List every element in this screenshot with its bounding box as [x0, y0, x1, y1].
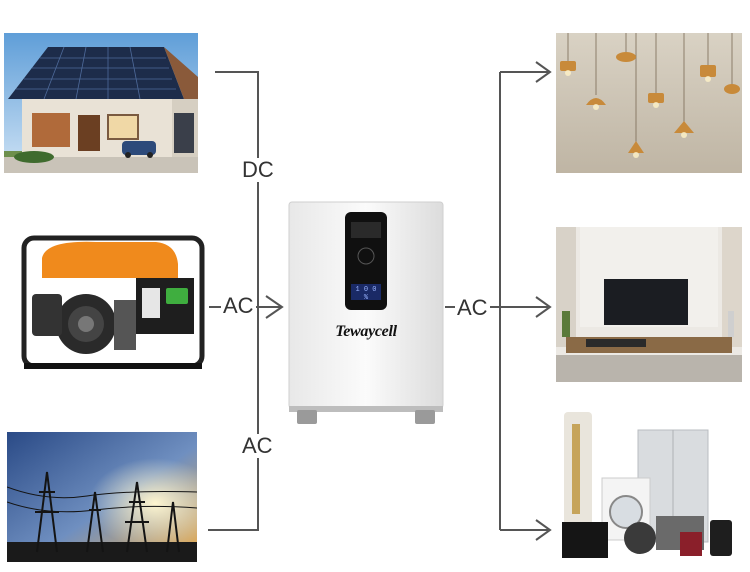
- output-arrow-middle: [535, 296, 552, 318]
- pendant-lights-image: [556, 33, 742, 173]
- device-display-text: 1 0 0 %: [355, 286, 377, 302]
- dc-label: DC: [240, 157, 276, 182]
- output-ac-label: AC: [455, 295, 490, 320]
- solar-house-image: [4, 33, 198, 173]
- battery-inverter-image: [287, 200, 445, 426]
- generator-ac-label: AC: [221, 293, 256, 318]
- generator-image: [16, 230, 209, 375]
- output-arrow-bottom: [535, 519, 552, 541]
- grid-ac-label: AC: [240, 433, 275, 458]
- device-brand-logo: Tewaycell: [335, 323, 397, 340]
- power-grid-image: [7, 432, 197, 562]
- output-arrow-top: [535, 61, 552, 83]
- living-room-image: [556, 227, 742, 382]
- source-bus-line: [208, 71, 259, 531]
- home-appliances-image: [560, 410, 742, 562]
- input-arrow: [265, 295, 284, 319]
